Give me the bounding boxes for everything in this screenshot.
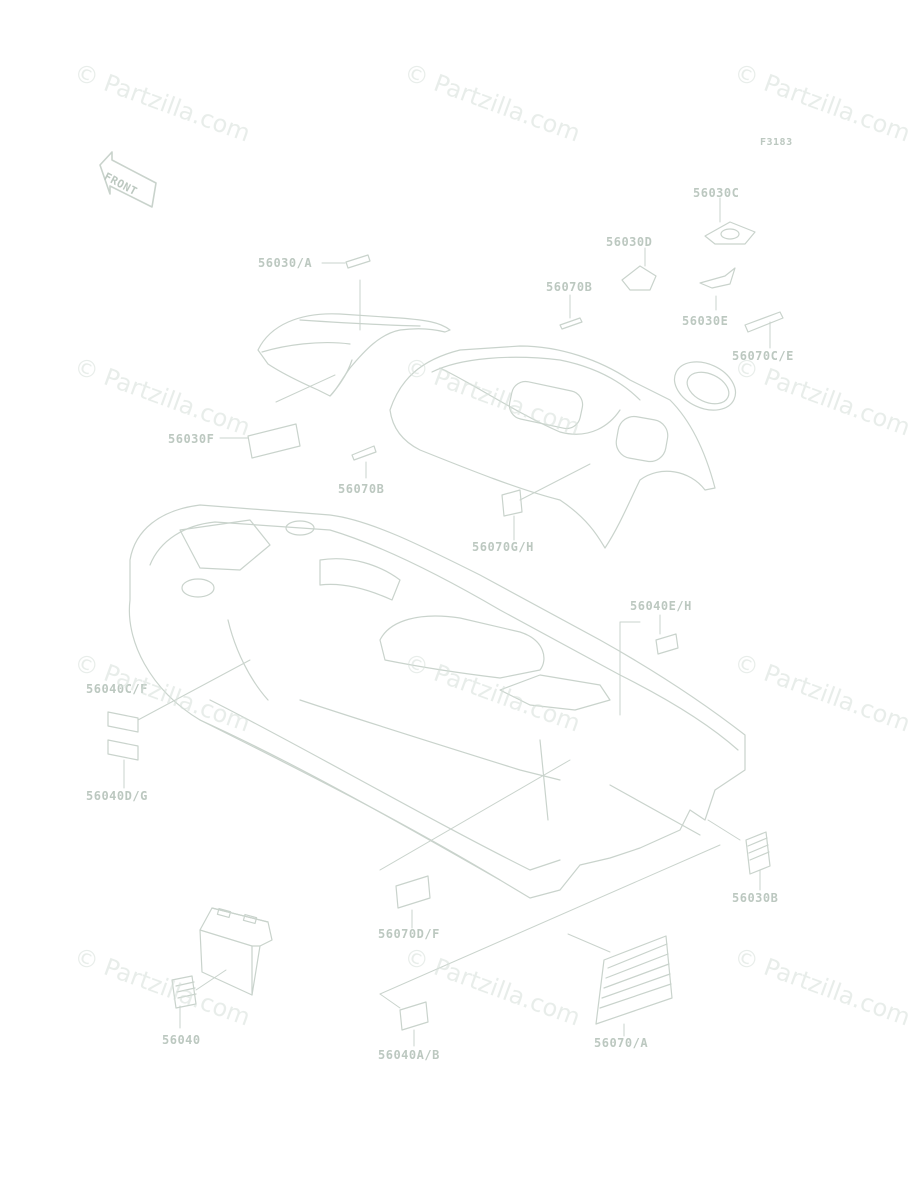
callout-56030A: 56030/A (258, 256, 313, 270)
callout-56040A-B: 56040A/B (378, 1048, 440, 1062)
callout-56030B: 56030B (732, 891, 779, 905)
callout-56030C: 56030C (693, 186, 740, 200)
hood-part (389, 345, 716, 549)
front-arrow-icon (99, 151, 157, 208)
hatched-labels (171, 831, 771, 1025)
small-parts-top (345, 221, 784, 461)
battery-part (199, 907, 273, 996)
hull-part (128, 504, 746, 899)
callout-56040C-F: 56040C/F (86, 682, 148, 696)
leader-lines (123, 197, 771, 1047)
callout-56030E: 56030E (682, 314, 729, 328)
callout-56040E-H: 56040E/H (630, 599, 692, 613)
plain-stickers (107, 423, 679, 1031)
gauge-cluster-part (673, 361, 737, 411)
callout-56030D: 56030D (606, 235, 653, 249)
figure-code: F3183 (760, 137, 793, 148)
callout-56070C-E: 56070C/E (732, 349, 794, 363)
callout-56040D-G: 56040D/G (86, 789, 148, 803)
callout-56070B-top: 56070B (546, 280, 593, 294)
callout-56030F: 56030F (168, 432, 215, 446)
callout-56070-A: 56070/A (594, 1036, 649, 1050)
seat-cover-part (257, 313, 451, 397)
callout-56070D-F: 56070D/F (378, 927, 440, 941)
callout-56040: 56040 (162, 1033, 201, 1047)
callout-56070B-mid: 56070B (338, 482, 385, 496)
callout-56070G-H: 56070G/H (472, 540, 534, 554)
